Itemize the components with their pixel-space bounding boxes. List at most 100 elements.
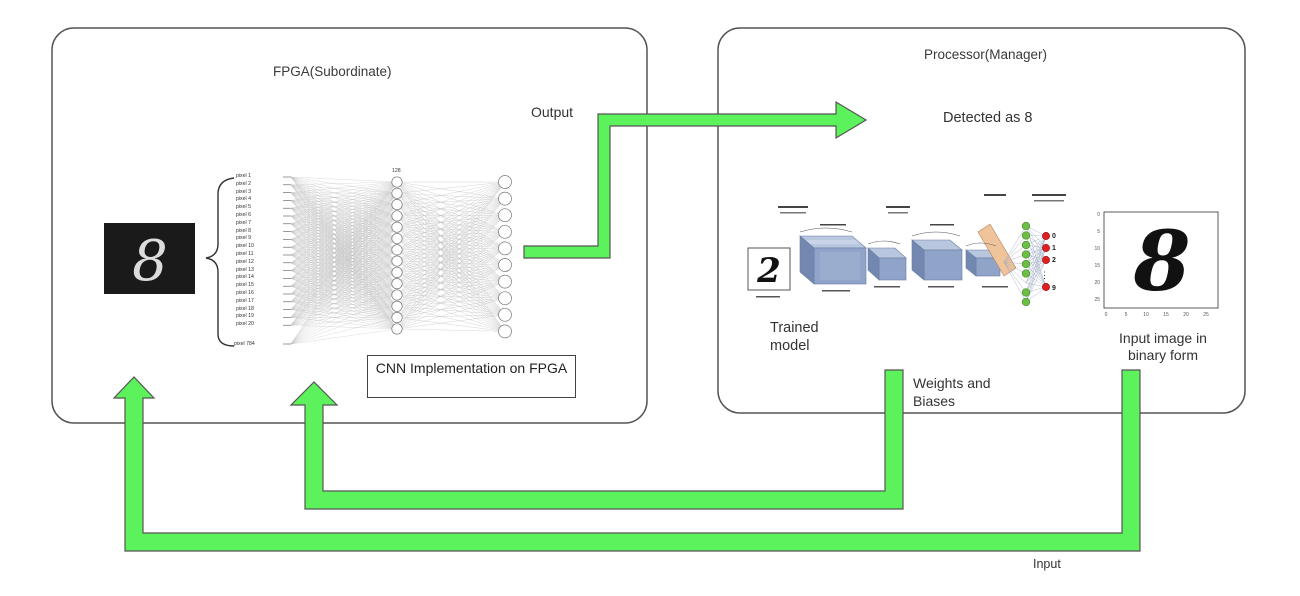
fc-red-neuron [1042,256,1050,264]
nn-connection [290,193,398,232]
nn-connection [290,193,398,271]
nn-connection [396,249,506,315]
nn-connection [290,193,398,310]
nn-connection [396,281,506,307]
nn-connection [396,181,506,284]
nn-connection [1025,247,1047,284]
nn-connection [290,238,398,326]
nn-connection [396,198,506,228]
nn-connection [396,317,506,332]
nn-output-neuron [498,191,512,206]
nn-connection [290,204,398,302]
nn-connection [290,317,398,330]
nn-connection [396,294,506,299]
nn-connection [396,215,506,299]
nn-connection [396,264,506,330]
nn-output-neuron [498,324,512,339]
fc-green-neuron [1021,297,1031,307]
nn-connection [396,215,506,282]
nn-connection [1025,259,1047,293]
nn-connection [290,270,398,284]
nn-connection [290,181,398,232]
pixel-label: pixel 6 [236,212,251,218]
nn-connection [290,260,398,279]
nn-connection [290,193,398,209]
nn-connection [1025,235,1047,274]
nn-connection [290,181,398,256]
nn-connection [290,239,398,262]
nn-hidden-neuron [391,323,403,335]
nn-connection [290,193,398,256]
nn-connection [290,184,398,250]
nn-connection [290,328,398,345]
nn-connection [290,306,398,318]
pixel-label: pixel 10 [236,243,254,250]
nn-connection [396,204,506,299]
nn-hidden-neuron [391,244,403,256]
nn-connection [290,309,398,318]
nn-connection [290,272,398,318]
nn-connection [290,215,398,279]
fpga-input-digit: 8 [132,229,168,294]
nn-connection [290,184,398,262]
nn-connection [290,317,398,345]
nn-connection [396,238,506,266]
nn-connection [396,198,506,296]
nn-connection [1003,261,1027,293]
nn-connection [290,227,398,287]
plot-x-tick: 0 [1105,312,1108,318]
nn-connection [396,260,506,332]
nn-connection [290,215,398,310]
nn-connection [290,286,398,330]
nn-connection [396,198,506,239]
nn-connection [290,270,398,330]
nn-connection [396,283,506,332]
nn-connection [396,181,506,332]
nn-connection [290,181,398,263]
pixel-label: pixel 18 [236,305,254,312]
nn-connection [290,181,398,271]
nn-connection [396,264,506,307]
nn-connection [396,248,506,273]
pixel-label: pixel 19 [236,313,254,320]
nn-connection [290,181,398,318]
nn-connection [396,238,506,315]
nn-connection [396,248,506,250]
nn-connection [290,301,398,318]
nn-connection [290,215,398,256]
nn-connection [396,204,506,249]
nn-connection [290,238,398,345]
nn-connection [290,247,398,250]
nn-connection [396,181,506,262]
nn-connection [290,247,398,273]
nn-connection [290,325,398,330]
nn-connection [290,176,398,262]
nn-connection [396,328,506,332]
nn-hidden-neuron [391,176,403,188]
nn-connection [290,272,398,326]
pixel-label: pixel 17 [236,297,254,304]
nn-connection [290,181,398,310]
nn-connection [290,223,398,228]
nn-connection [396,181,506,249]
fc-green-neuron [1021,259,1031,269]
nn-connection [396,198,506,284]
fpga-neural-network [283,175,512,345]
nn-connection [396,204,506,332]
nn-connection [290,283,398,287]
nn-connection [290,193,398,318]
nn-connection [290,200,398,205]
plot-x-tick: 25 [1203,312,1209,318]
nn-connection [290,227,398,295]
nn-connection [290,193,398,345]
nn-connection [396,198,506,307]
nn-connection [290,306,398,345]
nn-connection [290,309,398,330]
nn-connection [290,301,398,330]
nn-connection [290,270,398,296]
nn-connection [290,223,398,273]
nn-connection [290,227,398,302]
nn-connection [290,238,398,271]
nn-connection [396,281,506,296]
nn-connection [290,181,398,193]
